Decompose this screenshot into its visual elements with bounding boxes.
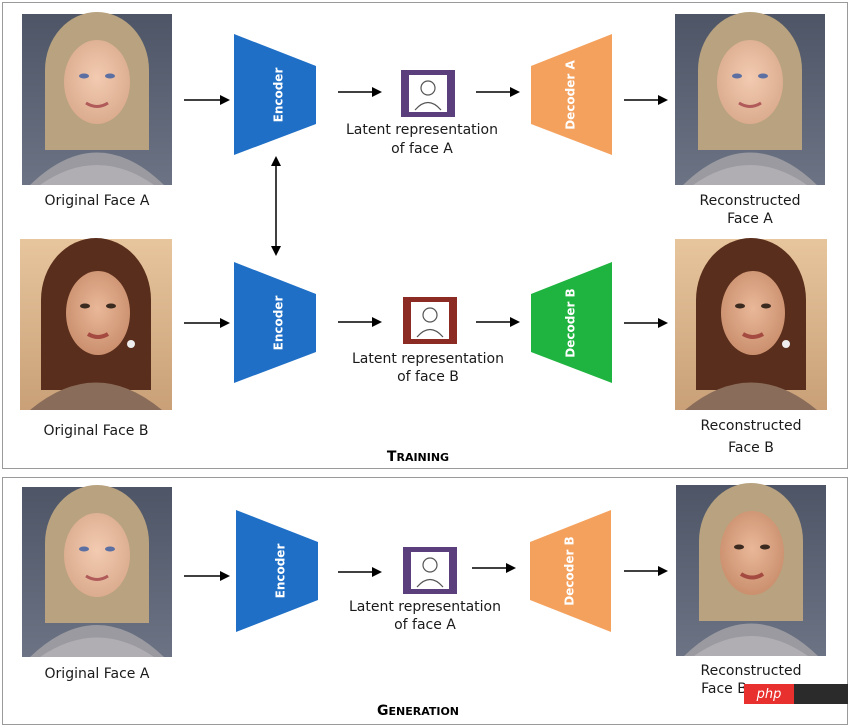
watermark-dark-block	[794, 684, 848, 704]
watermark-text: php	[744, 684, 794, 704]
generation-reconstructed-label-line2: Face B	[701, 681, 747, 697]
reconstructed-face-b-label-line1: Reconstructed	[701, 418, 802, 434]
reconstructed-face-b-image	[675, 238, 827, 410]
latent-a-label-line1: Latent representation	[346, 122, 498, 138]
generation-latent-label-line1: Latent representation	[349, 599, 501, 615]
generation-decoder-label: Decoder B	[563, 536, 577, 605]
latent-b-label-line2: of face B	[397, 369, 459, 385]
generation-original-face-a-label: Original Face A	[45, 666, 150, 682]
training-title: TRAINING	[387, 449, 449, 465]
original-face-a-image	[22, 12, 172, 185]
encoder-a-block	[234, 34, 316, 155]
generation-original-face-a-image	[22, 485, 172, 657]
generation-title: GENERATION	[377, 703, 459, 719]
generation-reconstructed-face-b-image	[676, 483, 826, 656]
generation-encoder-block	[236, 510, 318, 632]
latent-b-icon	[403, 297, 457, 344]
reconstructed-face-a-image	[675, 12, 825, 185]
generation-latent-a-icon	[403, 547, 457, 594]
latent-a-icon	[401, 70, 455, 117]
encoder-b-block	[234, 262, 316, 383]
generation-latent-label-line2: of face A	[394, 617, 456, 633]
original-face-a-label: Original Face A	[45, 193, 150, 209]
encoder-a-label: Encoder	[272, 68, 286, 123]
latent-b-label-line1: Latent representation	[352, 351, 504, 367]
original-face-b-label: Original Face B	[44, 423, 149, 439]
original-face-b-image	[20, 238, 172, 410]
decoder-a-block	[531, 34, 612, 155]
latent-a-label-line2: of face A	[391, 141, 453, 157]
reconstructed-face-a-label-line1: Reconstructed	[700, 193, 801, 209]
generation-decoder-block	[530, 510, 611, 632]
decoder-b-block	[531, 262, 612, 383]
decoder-b-label: Decoder B	[564, 288, 578, 357]
flow-arrows	[184, 87, 668, 581]
encoder-b-label: Encoder	[272, 296, 286, 351]
reconstructed-face-b-label-line2: Face B	[728, 440, 774, 456]
generation-reconstructed-label-line1: Reconstructed	[701, 663, 802, 679]
reconstructed-face-a-label-line2: Face A	[727, 211, 773, 227]
php-watermark: php	[744, 684, 848, 704]
decoder-a-label: Decoder A	[564, 60, 578, 130]
generation-encoder-label: Encoder	[274, 544, 288, 599]
